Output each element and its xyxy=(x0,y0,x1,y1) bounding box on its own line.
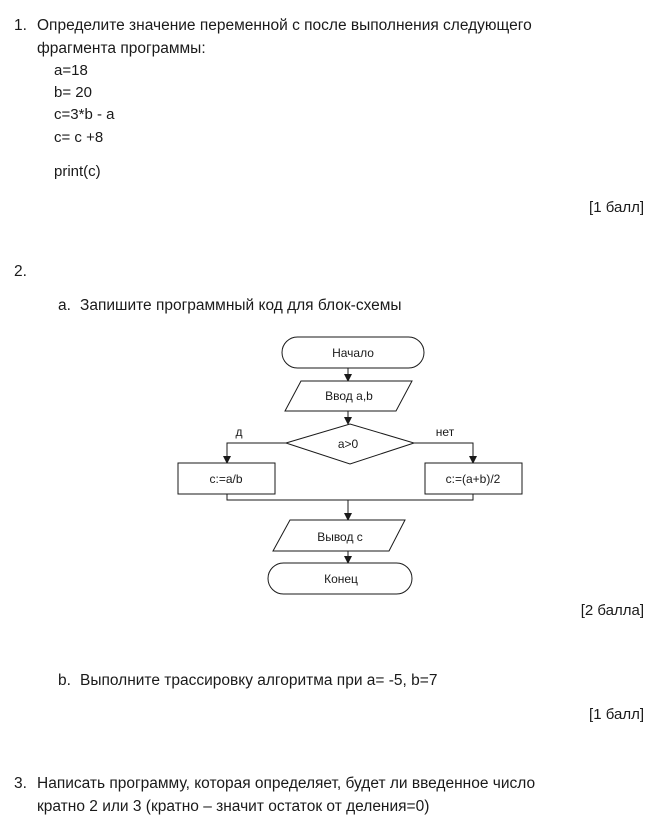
q2-number: 2. xyxy=(14,263,27,280)
q3-text-line2: кратно 2 или 3 (кратно – значит остаток … xyxy=(37,798,430,815)
q1-number: 1. xyxy=(14,17,27,34)
q2a-marker: a. xyxy=(58,297,71,314)
flowchart-yes-process xyxy=(177,462,276,495)
flowchart-input-parallelogram xyxy=(284,380,413,412)
flowchart-output-parallelogram xyxy=(272,519,406,552)
q2b-points: [1 балл] xyxy=(589,706,644,723)
flowchart-no-label: нет xyxy=(436,425,455,439)
flow-arrow-yes xyxy=(223,442,286,464)
q2b-text: Выполните трассировку алгоритма при a= -… xyxy=(80,672,438,689)
flowchart-yes-label: д xyxy=(235,425,242,439)
flowchart-condition-label: a>0 xyxy=(338,437,359,451)
flowchart-end-label: Конец xyxy=(324,572,358,586)
q1-print-line: print(c) xyxy=(54,163,101,180)
flowchart-condition-diamond xyxy=(284,423,416,465)
q1-text-line2: фрагмента программы: xyxy=(37,40,206,57)
flowchart-input-label: Ввод a,b xyxy=(325,389,373,403)
flowchart-start-terminator xyxy=(281,336,425,369)
q1-code-line: a=18 xyxy=(54,62,88,79)
q2a-text: Запишите программный код для блок-схемы xyxy=(80,297,402,314)
q2a-points: [2 балла] xyxy=(580,602,644,619)
flowchart-start-label: Начало xyxy=(332,346,374,360)
q1-code-line: b= 20 xyxy=(54,84,92,101)
q1-code-line: c= c +8 xyxy=(54,129,104,146)
q1-points: [1 балл] xyxy=(589,199,644,216)
q3-text-line1: Написать программу, которая определяет, … xyxy=(37,775,536,792)
flowchart-no-action: c:=(a+b)/2 xyxy=(446,472,501,486)
q2b-marker: b. xyxy=(58,672,71,689)
flowchart-no-process xyxy=(424,462,523,495)
flow-merge-line xyxy=(226,494,474,501)
flowchart-output-label: Вывод с xyxy=(317,530,363,544)
flowchart-yes-action: c:=a/b xyxy=(209,472,242,486)
q3-number: 3. xyxy=(14,775,27,792)
flow-arrow-no xyxy=(414,442,477,464)
q1-code-line: c=3*b - a xyxy=(54,106,115,123)
q1-text-line1: Определите значение переменной с после в… xyxy=(37,17,532,34)
flowchart-end-terminator xyxy=(267,562,413,595)
